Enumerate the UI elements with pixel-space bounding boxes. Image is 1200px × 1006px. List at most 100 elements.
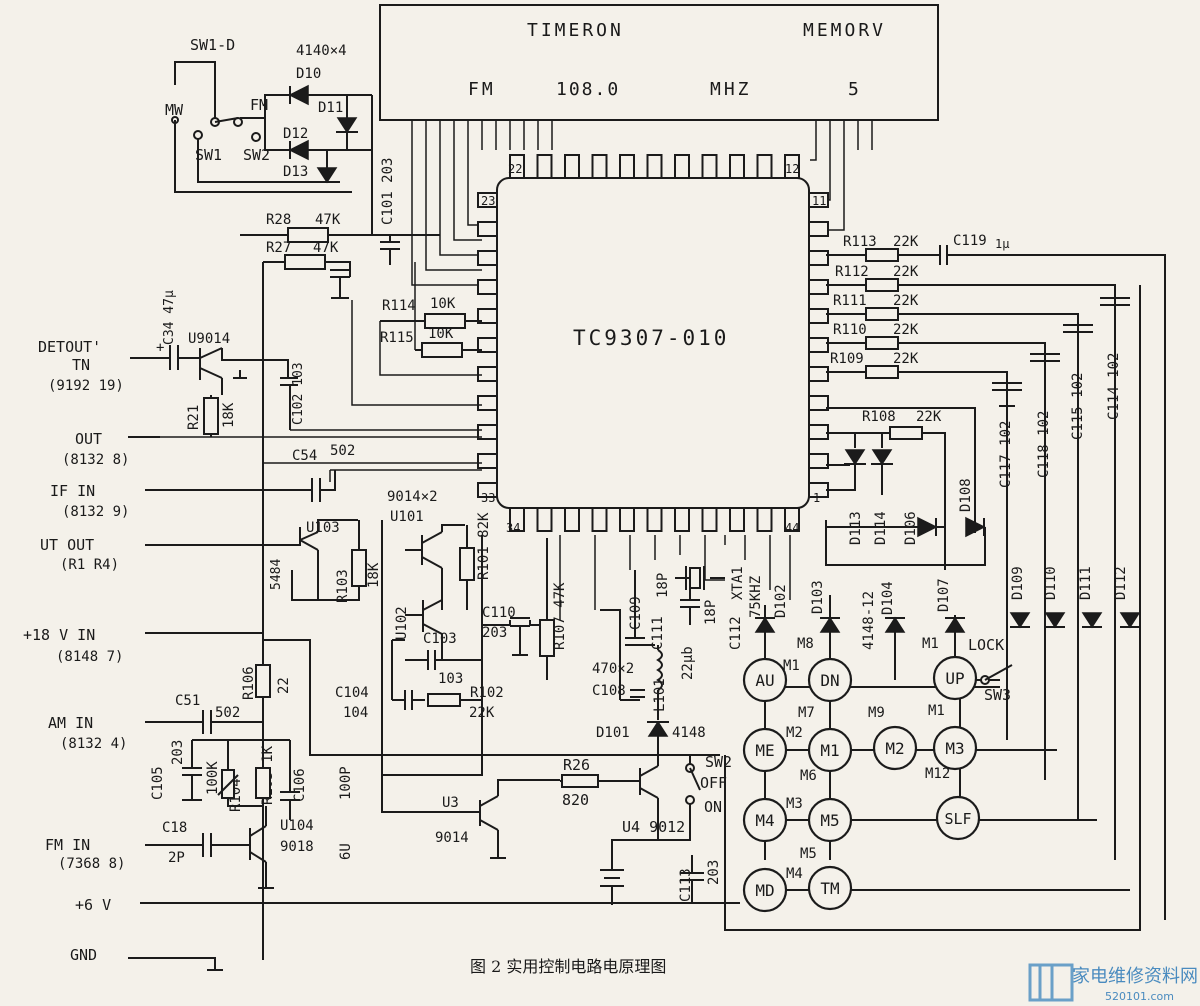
c51-label: C51 — [175, 693, 200, 709]
fm-label: FM — [250, 96, 268, 114]
ic-pin-right-7 — [808, 395, 829, 411]
d112-label: D112 — [1113, 566, 1129, 600]
r108-label: R108 — [862, 409, 896, 425]
ic-pin-top-3 — [591, 154, 608, 179]
ic-pin-34: 34 — [506, 521, 520, 535]
xta1-label: XTA1 — [730, 566, 746, 600]
right-network: R113 22K C119 1μ R112 22K R111 22K R110 … — [825, 233, 1166, 920]
key-md[interactable]: MD — [742, 867, 788, 913]
d101-label: D101 — [596, 725, 630, 741]
tag-m8: M8 — [797, 636, 814, 652]
signal-detout-ref: (9192 19) — [48, 378, 124, 394]
key-m4-label: M4 — [755, 811, 774, 830]
c111-value: 18P — [655, 573, 671, 598]
ic-pin-right-6 — [808, 366, 829, 382]
diode-array-label: 4140×4 — [296, 43, 347, 59]
r102-value: 22K — [469, 705, 495, 721]
r113-label: R113 — [843, 234, 877, 250]
d114-label: D114 — [873, 511, 889, 545]
r108-value: 22K — [916, 409, 942, 425]
ic-pin-bottom-5 — [646, 507, 663, 532]
ic-name: TC9307-010 — [573, 326, 729, 350]
signal-out-ref: (8132 8) — [62, 452, 129, 468]
display-band: FM — [468, 79, 496, 100]
r28-value: 47K — [315, 212, 341, 228]
key-up-label: UP — [945, 669, 964, 688]
ic-pin-bottom-10 — [784, 507, 800, 532]
key-m1[interactable]: M1 — [807, 727, 853, 773]
d109-label: D109 — [1010, 566, 1026, 600]
r115-value: 10K — [428, 326, 454, 342]
key-m3[interactable]: M3 — [932, 725, 978, 771]
r111-label: R111 — [833, 293, 867, 309]
d102-label: D102 — [773, 584, 789, 618]
ic-pin-top-4 — [619, 154, 635, 179]
ic-pin-left-7 — [477, 395, 498, 411]
sw3-label: SW3 — [984, 686, 1011, 704]
watermark-url: 520101.com — [1105, 990, 1174, 1003]
tag-m1c: M1 — [928, 703, 945, 719]
key-slf[interactable]: SLF — [935, 795, 981, 841]
l101-label: L101 — [652, 678, 668, 712]
key-diode-4 — [1009, 612, 1031, 629]
c112-value: 18P — [703, 600, 719, 625]
key-dn-label: DN — [820, 671, 839, 690]
r109-value: 22K — [893, 351, 919, 367]
ic-pin-top-5 — [646, 154, 663, 179]
d13-label: D13 — [283, 164, 308, 180]
ic-pin-right-1 — [808, 221, 829, 237]
r102-label: R102 — [470, 685, 504, 701]
c104-value: 104 — [343, 705, 368, 721]
tag-m2: M2 — [786, 725, 803, 741]
key-au[interactable]: AU — [742, 657, 788, 703]
ic-pin-top-2 — [564, 154, 580, 179]
r114-label: R114 — [382, 298, 416, 314]
key-m4[interactable]: M4 — [742, 797, 788, 843]
ic-pin-22: 22 — [508, 162, 522, 176]
key-tm[interactable]: TM — [807, 865, 853, 911]
key-up[interactable]: UP — [932, 655, 978, 701]
v5484-label: 5484 — [269, 559, 284, 590]
signal-detout: DETOUT' — [38, 338, 101, 356]
r21-label: R21 — [186, 405, 202, 430]
c118-label: C118 102 — [1036, 411, 1052, 478]
r110-label: R110 — [833, 322, 867, 338]
u103-label: U103 — [306, 520, 340, 536]
xta1-value: 75KHZ — [748, 576, 764, 618]
diode-array-note: 4148-12 — [861, 591, 877, 650]
d11-label: D11 — [318, 100, 343, 116]
key-m3-label: M3 — [945, 739, 964, 758]
u4-label: U4 9012 — [622, 818, 685, 836]
tag-m3: M3 — [786, 796, 803, 812]
lock-label: LOCK — [968, 636, 1004, 654]
c108-label: C108 — [592, 683, 626, 699]
six-u-label: 6U — [338, 843, 354, 860]
r106-value: 22 — [276, 677, 292, 694]
key-m2[interactable]: M2 — [872, 725, 918, 771]
key-dn[interactable]: DN — [807, 657, 853, 703]
key-m5[interactable]: M5 — [807, 797, 853, 843]
ic-pin-left-6 — [477, 366, 498, 382]
signal-if-in-ref: (8132 9) — [62, 504, 129, 520]
r27-label: R27 — [266, 240, 291, 256]
display-preset: 5 — [848, 79, 859, 100]
key-me[interactable]: ME — [742, 727, 788, 773]
key-diode-7 — [1119, 612, 1141, 629]
signal-6v: +6 V — [75, 896, 111, 914]
watermark-text: 家电维修资料网 — [1072, 966, 1198, 987]
key-diode-0 — [754, 616, 776, 633]
d106-label: D106 — [903, 511, 919, 545]
c112-label: C112 — [728, 616, 744, 650]
signal-gnd: GND — [70, 946, 97, 964]
c34-label: C34 47μ — [162, 290, 177, 345]
u3-label: U3 — [442, 795, 459, 811]
ic-pin-top-9 — [756, 154, 773, 179]
d10-label: D10 — [296, 66, 321, 82]
signal-ut-out: UT OUT — [40, 536, 94, 554]
c101-label: C101 203 — [380, 158, 396, 225]
u102-label: U102 — [394, 606, 410, 640]
r115-label: R115 — [380, 330, 414, 346]
ic-pin-33: 33 — [481, 491, 495, 505]
signal-detout-pin: TN — [72, 356, 90, 374]
r106-label: R106 — [241, 666, 257, 700]
